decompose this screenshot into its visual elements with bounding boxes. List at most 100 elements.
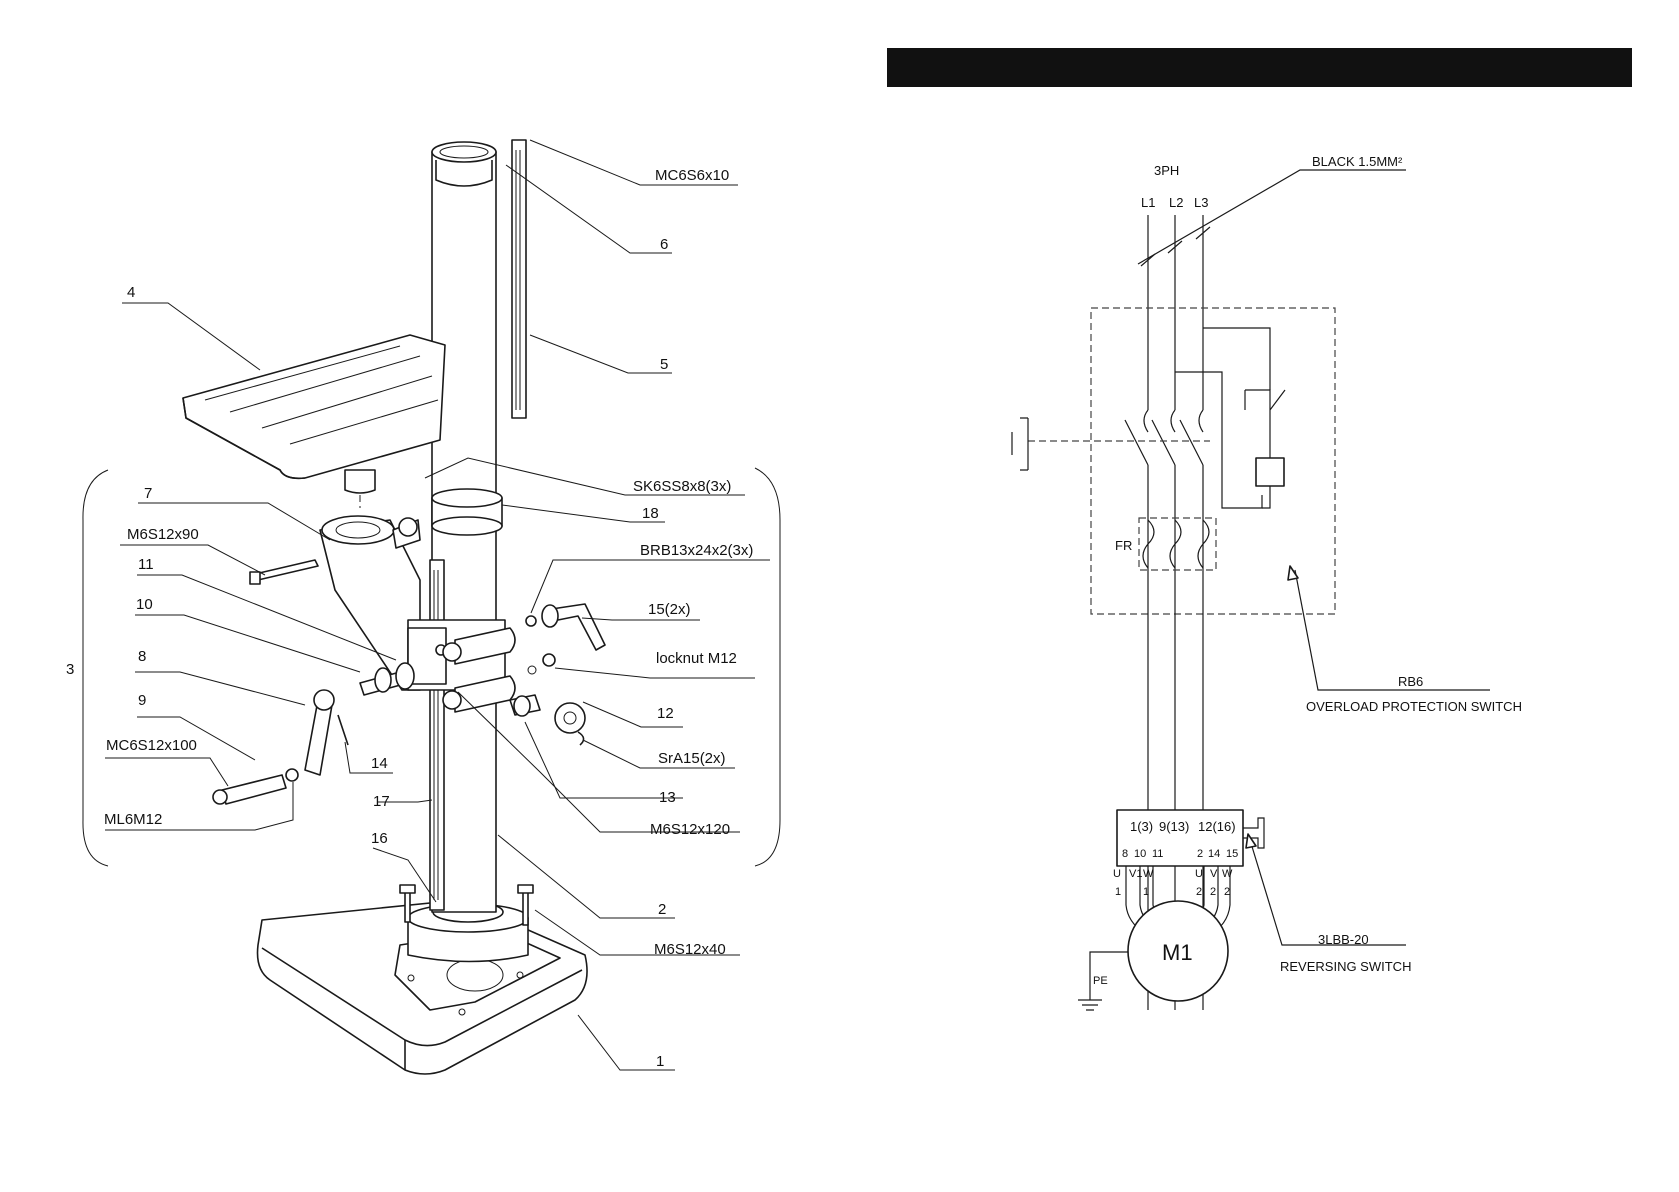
- phase-l2: L2: [1169, 195, 1183, 210]
- callout-11: 11: [138, 556, 154, 573]
- switch-bottom-11: 11: [1152, 848, 1163, 860]
- reversing-switch: [1116, 809, 1244, 867]
- leader-6: [505, 164, 672, 254]
- leader-15: [581, 617, 700, 621]
- clamp-bracket: [407, 619, 516, 713]
- leader-mc6s6x10: [529, 139, 738, 186]
- overload-name: OVERLOAD PROTECTION SWITCH: [1306, 699, 1522, 714]
- switch-terminal-3: 12(16): [1198, 819, 1236, 834]
- callout-15: 15(2x): [648, 601, 691, 618]
- callout-ml6m12: ML6M12: [104, 811, 162, 828]
- callout-10: 10: [136, 596, 153, 613]
- header-bar: [887, 48, 1632, 87]
- leader-12: [582, 701, 683, 728]
- callout-8: 8: [138, 648, 146, 665]
- callout-18: 18: [642, 505, 659, 522]
- worktable: [182, 334, 446, 508]
- switch-bottom-10: 10: [1134, 848, 1146, 860]
- leader-18: [501, 504, 665, 523]
- leader-13: [524, 721, 683, 799]
- leader-ml6m12: [105, 782, 294, 831]
- reversing-name: REVERSING SWITCH: [1280, 959, 1411, 974]
- crank-handle: [212, 662, 415, 805]
- switch-terminal-2: 9(13): [1159, 819, 1189, 834]
- motor-num-4: 2: [1210, 886, 1216, 898]
- leader-16: [372, 847, 437, 903]
- switch-bottom-2: 2: [1197, 848, 1203, 860]
- exploded-column-diagram: MC6S6x10 6 4 5 SK6SS8x8(3x) 18 7 M6S12x9…: [66, 139, 781, 1075]
- leader-sk6ss8x8: [424, 457, 745, 496]
- right-group-bracket: [754, 467, 781, 867]
- rack: [429, 139, 527, 911]
- leader-8: [135, 671, 306, 706]
- callout-mc6s12x100: MC6S12x100: [106, 737, 197, 754]
- leader-17: [378, 799, 433, 803]
- leader-m6s12x40: [534, 909, 740, 956]
- callout-m6s12x120: M6S12x120: [650, 821, 730, 838]
- switch-bottom-14: 14: [1208, 848, 1220, 860]
- supply-label: 3PH: [1154, 163, 1179, 178]
- motor-term-w1: W: [1143, 868, 1154, 880]
- leader-10: [135, 614, 361, 673]
- motor-term-u1: U: [1113, 868, 1121, 880]
- left-group-bracket: [82, 469, 109, 867]
- callout-brb13x24x2: BRB13x24x2(3x): [640, 542, 753, 559]
- reversing-leader: [1249, 839, 1406, 946]
- leader-4: [122, 302, 261, 371]
- callout-1: 1: [656, 1053, 664, 1070]
- fr-box: [1138, 517, 1217, 571]
- leader-mc6s12x100: [105, 757, 229, 787]
- phase-l1: L1: [1141, 195, 1155, 210]
- locking-handles: [525, 603, 606, 675]
- phase-l3: L3: [1194, 195, 1208, 210]
- pe-label: PE: [1093, 975, 1108, 987]
- motor-num-5: 2: [1224, 886, 1230, 898]
- callout-4: 4: [127, 284, 135, 301]
- leader-brb13x24x2: [530, 559, 770, 614]
- callout-3: 3: [66, 661, 74, 678]
- motor-term-v1: V1: [1129, 868, 1142, 880]
- leader-locknut: [554, 667, 755, 679]
- leader-m6s12x120: [457, 691, 740, 833]
- leader-11: [137, 574, 397, 661]
- callout-sk6ss8x8: SK6SS8x8(3x): [633, 478, 731, 495]
- callout-sra15: SrA15(2x): [658, 750, 726, 767]
- overload-box: [1090, 307, 1336, 615]
- callout-9: 9: [138, 692, 146, 709]
- motor-term-v2: V: [1210, 868, 1218, 880]
- motor-m1: [1127, 900, 1229, 1002]
- wiring-diagram: 3PH L1 L2 L3 BLACK 1.5MM² FR: [1011, 154, 1522, 1011]
- leader-2: [497, 834, 675, 919]
- motor-label: M1: [1162, 940, 1193, 965]
- callout-m6s12x90: M6S12x90: [127, 526, 199, 543]
- motor-term-u2: U: [1195, 868, 1203, 880]
- callout-6: 6: [660, 236, 668, 253]
- callout-5: 5: [660, 356, 668, 373]
- callout-locknut: locknut M12: [656, 650, 737, 667]
- leader-7: [138, 502, 331, 541]
- motor-num-2: 1: [1143, 886, 1149, 898]
- fr-label: FR: [1115, 538, 1132, 553]
- motor-num-3: 2: [1196, 886, 1202, 898]
- callout-2: 2: [658, 901, 666, 918]
- leader-5: [529, 334, 672, 374]
- base-bolts: [249, 559, 534, 926]
- reversing-code: 3LBB-20: [1318, 932, 1369, 947]
- leader-m6s12x90: [120, 544, 266, 576]
- switch-bottom-8: 8: [1122, 848, 1128, 860]
- callout-14: 14: [371, 755, 388, 772]
- leader-sra15: [582, 739, 735, 769]
- overload-code: RB6: [1398, 674, 1423, 689]
- callout-m6s12x40: M6S12x40: [654, 941, 726, 958]
- worm-gear: [509, 694, 586, 746]
- callout-12: 12: [657, 705, 674, 722]
- motor-num-1: 1: [1115, 886, 1121, 898]
- leader-14: [344, 741, 393, 774]
- motor-term-w2: W: [1222, 868, 1233, 880]
- switch-terminal-1: 1(3): [1130, 819, 1153, 834]
- rack-ring: [431, 488, 503, 536]
- cable-leader: [1137, 169, 1406, 265]
- callout-16: 16: [371, 830, 388, 847]
- switch-bottom-15: 15: [1226, 848, 1238, 860]
